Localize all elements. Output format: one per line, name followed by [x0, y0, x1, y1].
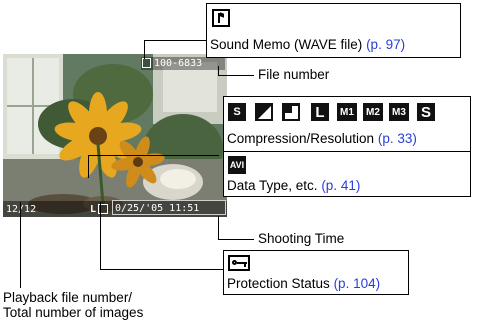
protection-callout: Protection Status (p. 104) [223, 250, 409, 295]
key-icon [228, 255, 250, 271]
leader-sound-v [144, 40, 145, 59]
leader-sound-h [144, 40, 206, 41]
protection-overlay-icon [98, 204, 108, 214]
compression-icon-fine [255, 103, 273, 121]
resolution-icon-small: S [417, 103, 435, 121]
sound-memo-overlay-icon [142, 58, 151, 68]
file-number-overlay: 100-6833 [154, 58, 203, 69]
compression-overlay: L [90, 204, 97, 215]
leader-shooting-h [218, 239, 254, 240]
leader-compression-box [218, 155, 219, 156]
resolution-icon-large: L [311, 103, 329, 121]
data-type-page-ref[interactable]: (p. 41) [321, 178, 361, 193]
shooting-time-label: Shooting Time [258, 231, 345, 246]
compression-label: Compression/Resolution (p. 33) [227, 131, 417, 146]
date-time-box [112, 200, 226, 215]
playback-photo: 100-6833 12/12 L 0/25/'05 11:51 [3, 54, 227, 217]
resolution-icon-m3: M3 [389, 103, 409, 121]
leader-playback-v [20, 202, 21, 288]
resolution-icon-m1: M1 [337, 103, 357, 121]
data-type-callout: AVI Data Type, etc. (p. 41) [223, 151, 471, 197]
photo-bottom-overlay-bar [3, 201, 227, 217]
sound-memo-page-ref[interactable]: (p. 97) [366, 37, 406, 52]
playback-label-line2: Total number of images [3, 305, 144, 320]
leader-filenum-v [218, 66, 219, 76]
compression-callout: S L M1 M2 M3 S Compression/Resolution (p… [223, 96, 471, 152]
protection-label: Protection Status (p. 104) [227, 276, 381, 291]
compression-icon-superfine: S [228, 103, 246, 121]
photo-top-overlay-bar [141, 57, 225, 70]
sound-memo-icon [212, 9, 230, 27]
date-time-overlay: 0/25/'05 11:51 [115, 203, 200, 214]
photo-scene [3, 54, 227, 217]
leader-protection-h [100, 269, 223, 270]
leader-compression-h [88, 155, 218, 156]
resolution-icon-m2: M2 [363, 103, 383, 121]
leader-shooting-v [218, 216, 219, 240]
leader-compression-v [88, 155, 89, 178]
playback-label-line1: Playback file number/ [3, 290, 133, 305]
avi-icon: AVI [228, 156, 246, 174]
compression-page-ref[interactable]: (p. 33) [377, 131, 417, 146]
compression-icon-normal [282, 103, 300, 121]
protection-page-ref[interactable]: (p. 104) [333, 276, 381, 291]
file-number-label: File number [258, 67, 330, 82]
sound-memo-label: Sound Memo (WAVE file) (p. 97) [210, 37, 406, 52]
data-type-label: Data Type, etc. (p. 41) [227, 178, 361, 193]
sound-memo-callout: Sound Memo (WAVE file) (p. 97) [206, 3, 461, 58]
counter-overlay: 12/12 [6, 204, 37, 215]
leader-protection-v [100, 202, 101, 270]
leader-filenum-h [218, 75, 254, 76]
